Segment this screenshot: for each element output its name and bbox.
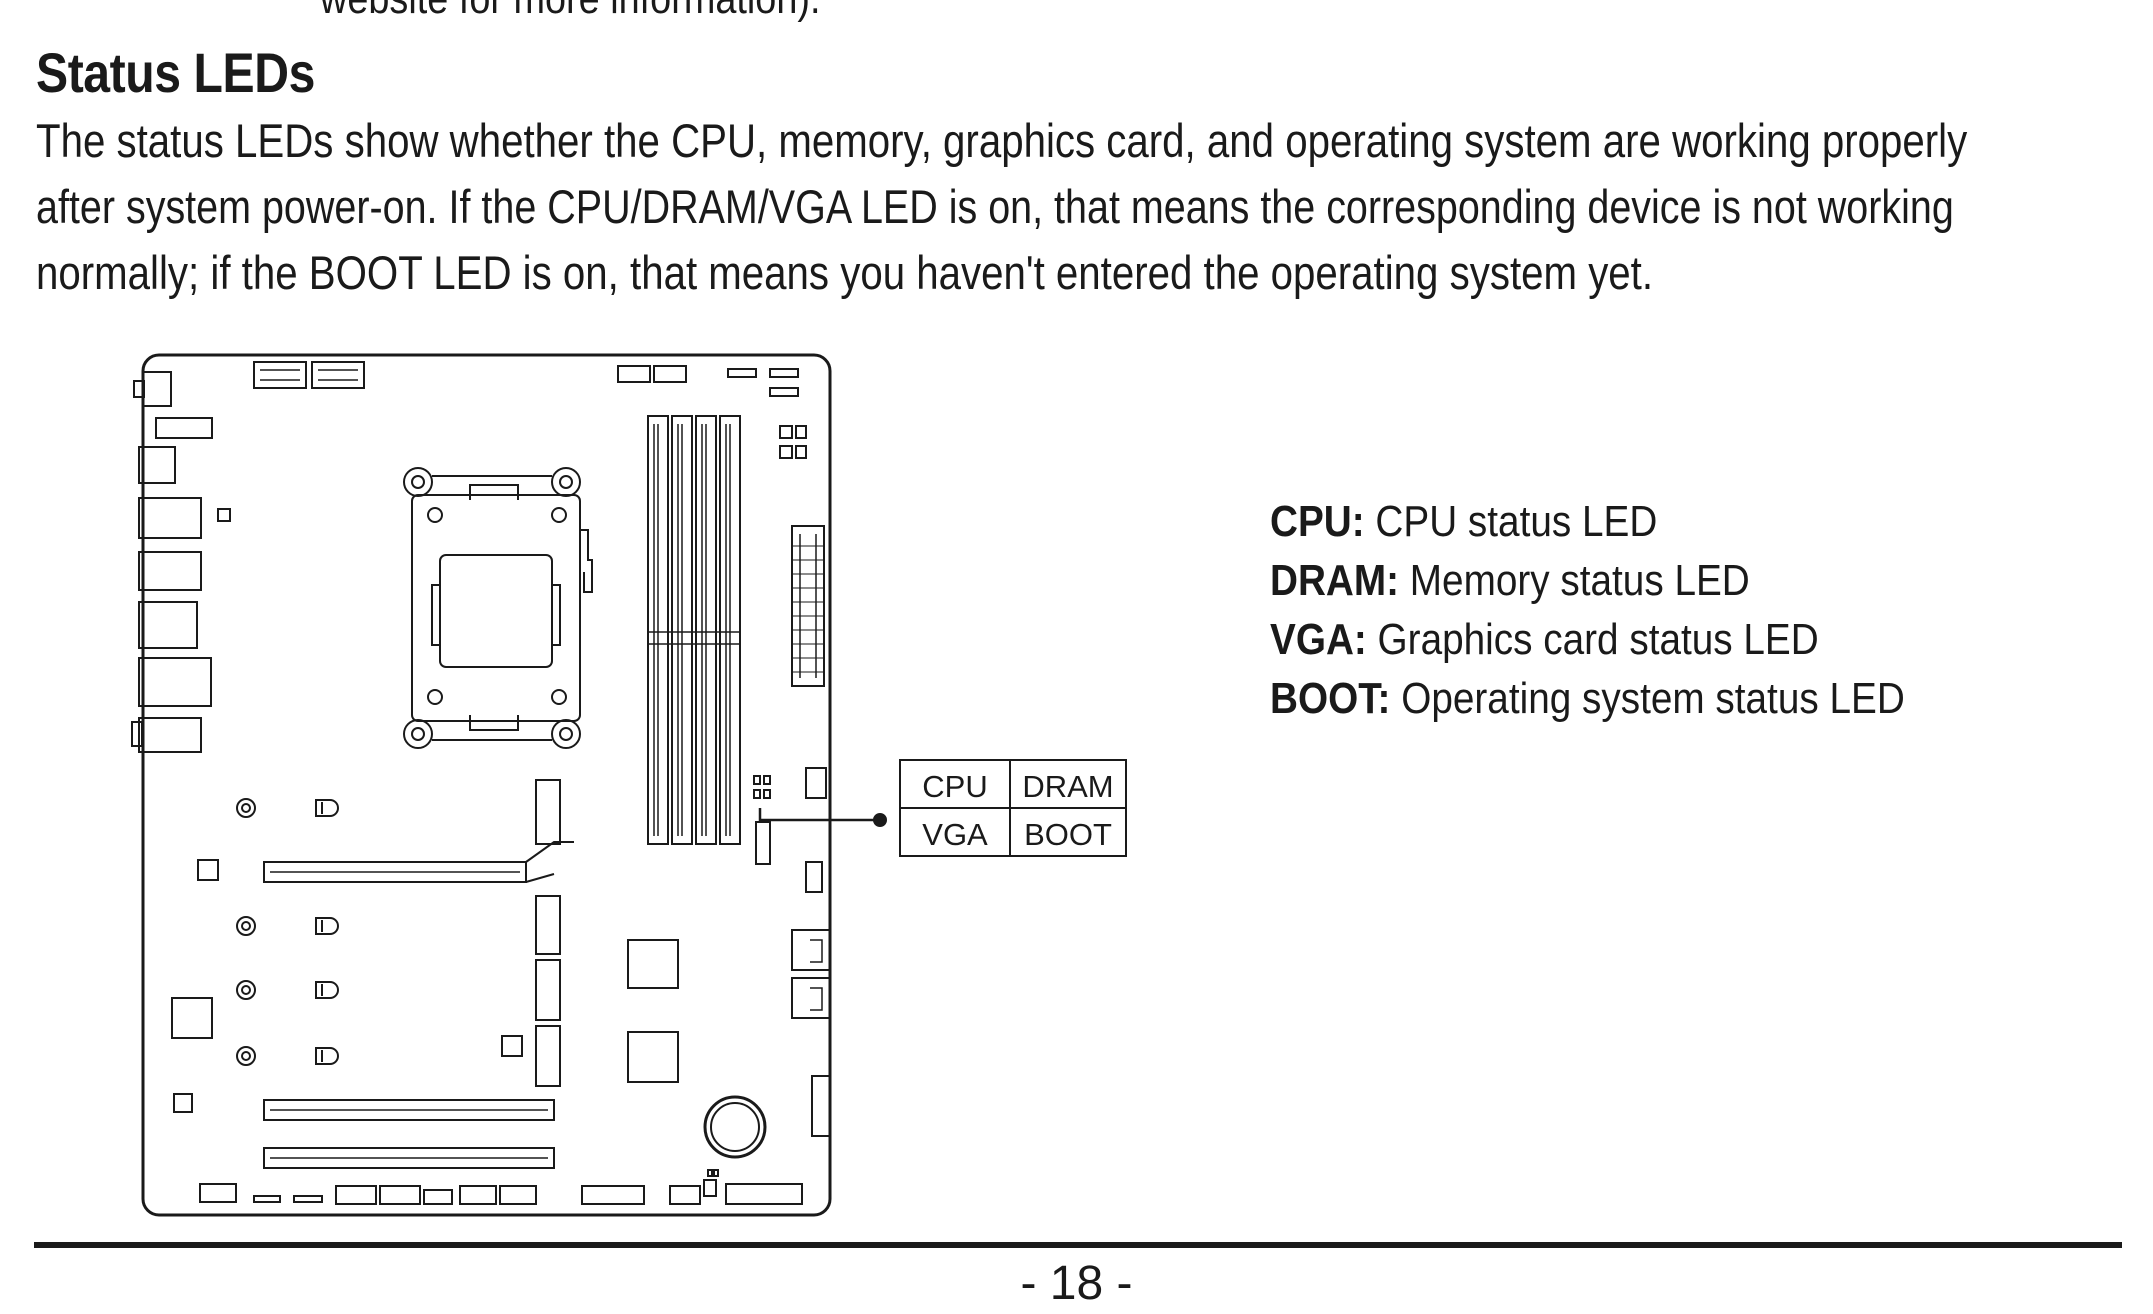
legend-row-boot: BOOT: Operating system status LED [1270, 674, 1905, 723]
atx-power-connector [791, 525, 825, 687]
paragraph-line-1: The status LEDs show whether the CPU, me… [36, 114, 1968, 167]
led-legend: CPU: CPU status LED DRAM: Memory status … [1270, 492, 1991, 728]
footer-rule [34, 1242, 2122, 1248]
description-paragraph: The status LEDs show whether the CPU, me… [36, 108, 2096, 306]
section-heading: Status LEDs [36, 41, 315, 104]
dimm-slots [647, 415, 741, 845]
board-outline [141, 353, 832, 1217]
led-label-table [899, 759, 1127, 857]
legend-row-cpu: CPU: CPU status LED [1270, 497, 1658, 546]
rear-io-ports [131, 371, 231, 753]
expansion-slots [263, 779, 574, 1169]
top-headers [617, 365, 807, 459]
previous-paragraph-fragment: website for more information). [320, 0, 821, 24]
led-callout-dot [873, 813, 887, 827]
standoffs [171, 798, 523, 1113]
led-callout-line [758, 808, 880, 822]
legend-row-vga: VGA: Graphics card status LED [1270, 615, 1819, 664]
legend-row-dram: DRAM: Memory status LED [1270, 556, 1750, 605]
chipset-blocks [627, 929, 831, 1159]
table-label-boot: BOOT [1024, 817, 1112, 852]
table-label-cpu: CPU [922, 769, 987, 804]
paragraph-line-2: after system power-on. If the CPU/DRAM/V… [36, 180, 1954, 233]
status-led-block [753, 767, 827, 893]
table-label-vga: VGA [922, 817, 988, 852]
page-number: - 18 - [1020, 1257, 1133, 1310]
cpu-socket [403, 467, 593, 749]
paragraph-line-3: normally; if the BOOT LED is on, that me… [36, 246, 1654, 299]
bottom-headers [199, 1169, 803, 1205]
table-label-dram: DRAM [1022, 769, 1113, 804]
cpu-power-connectors [253, 361, 365, 389]
